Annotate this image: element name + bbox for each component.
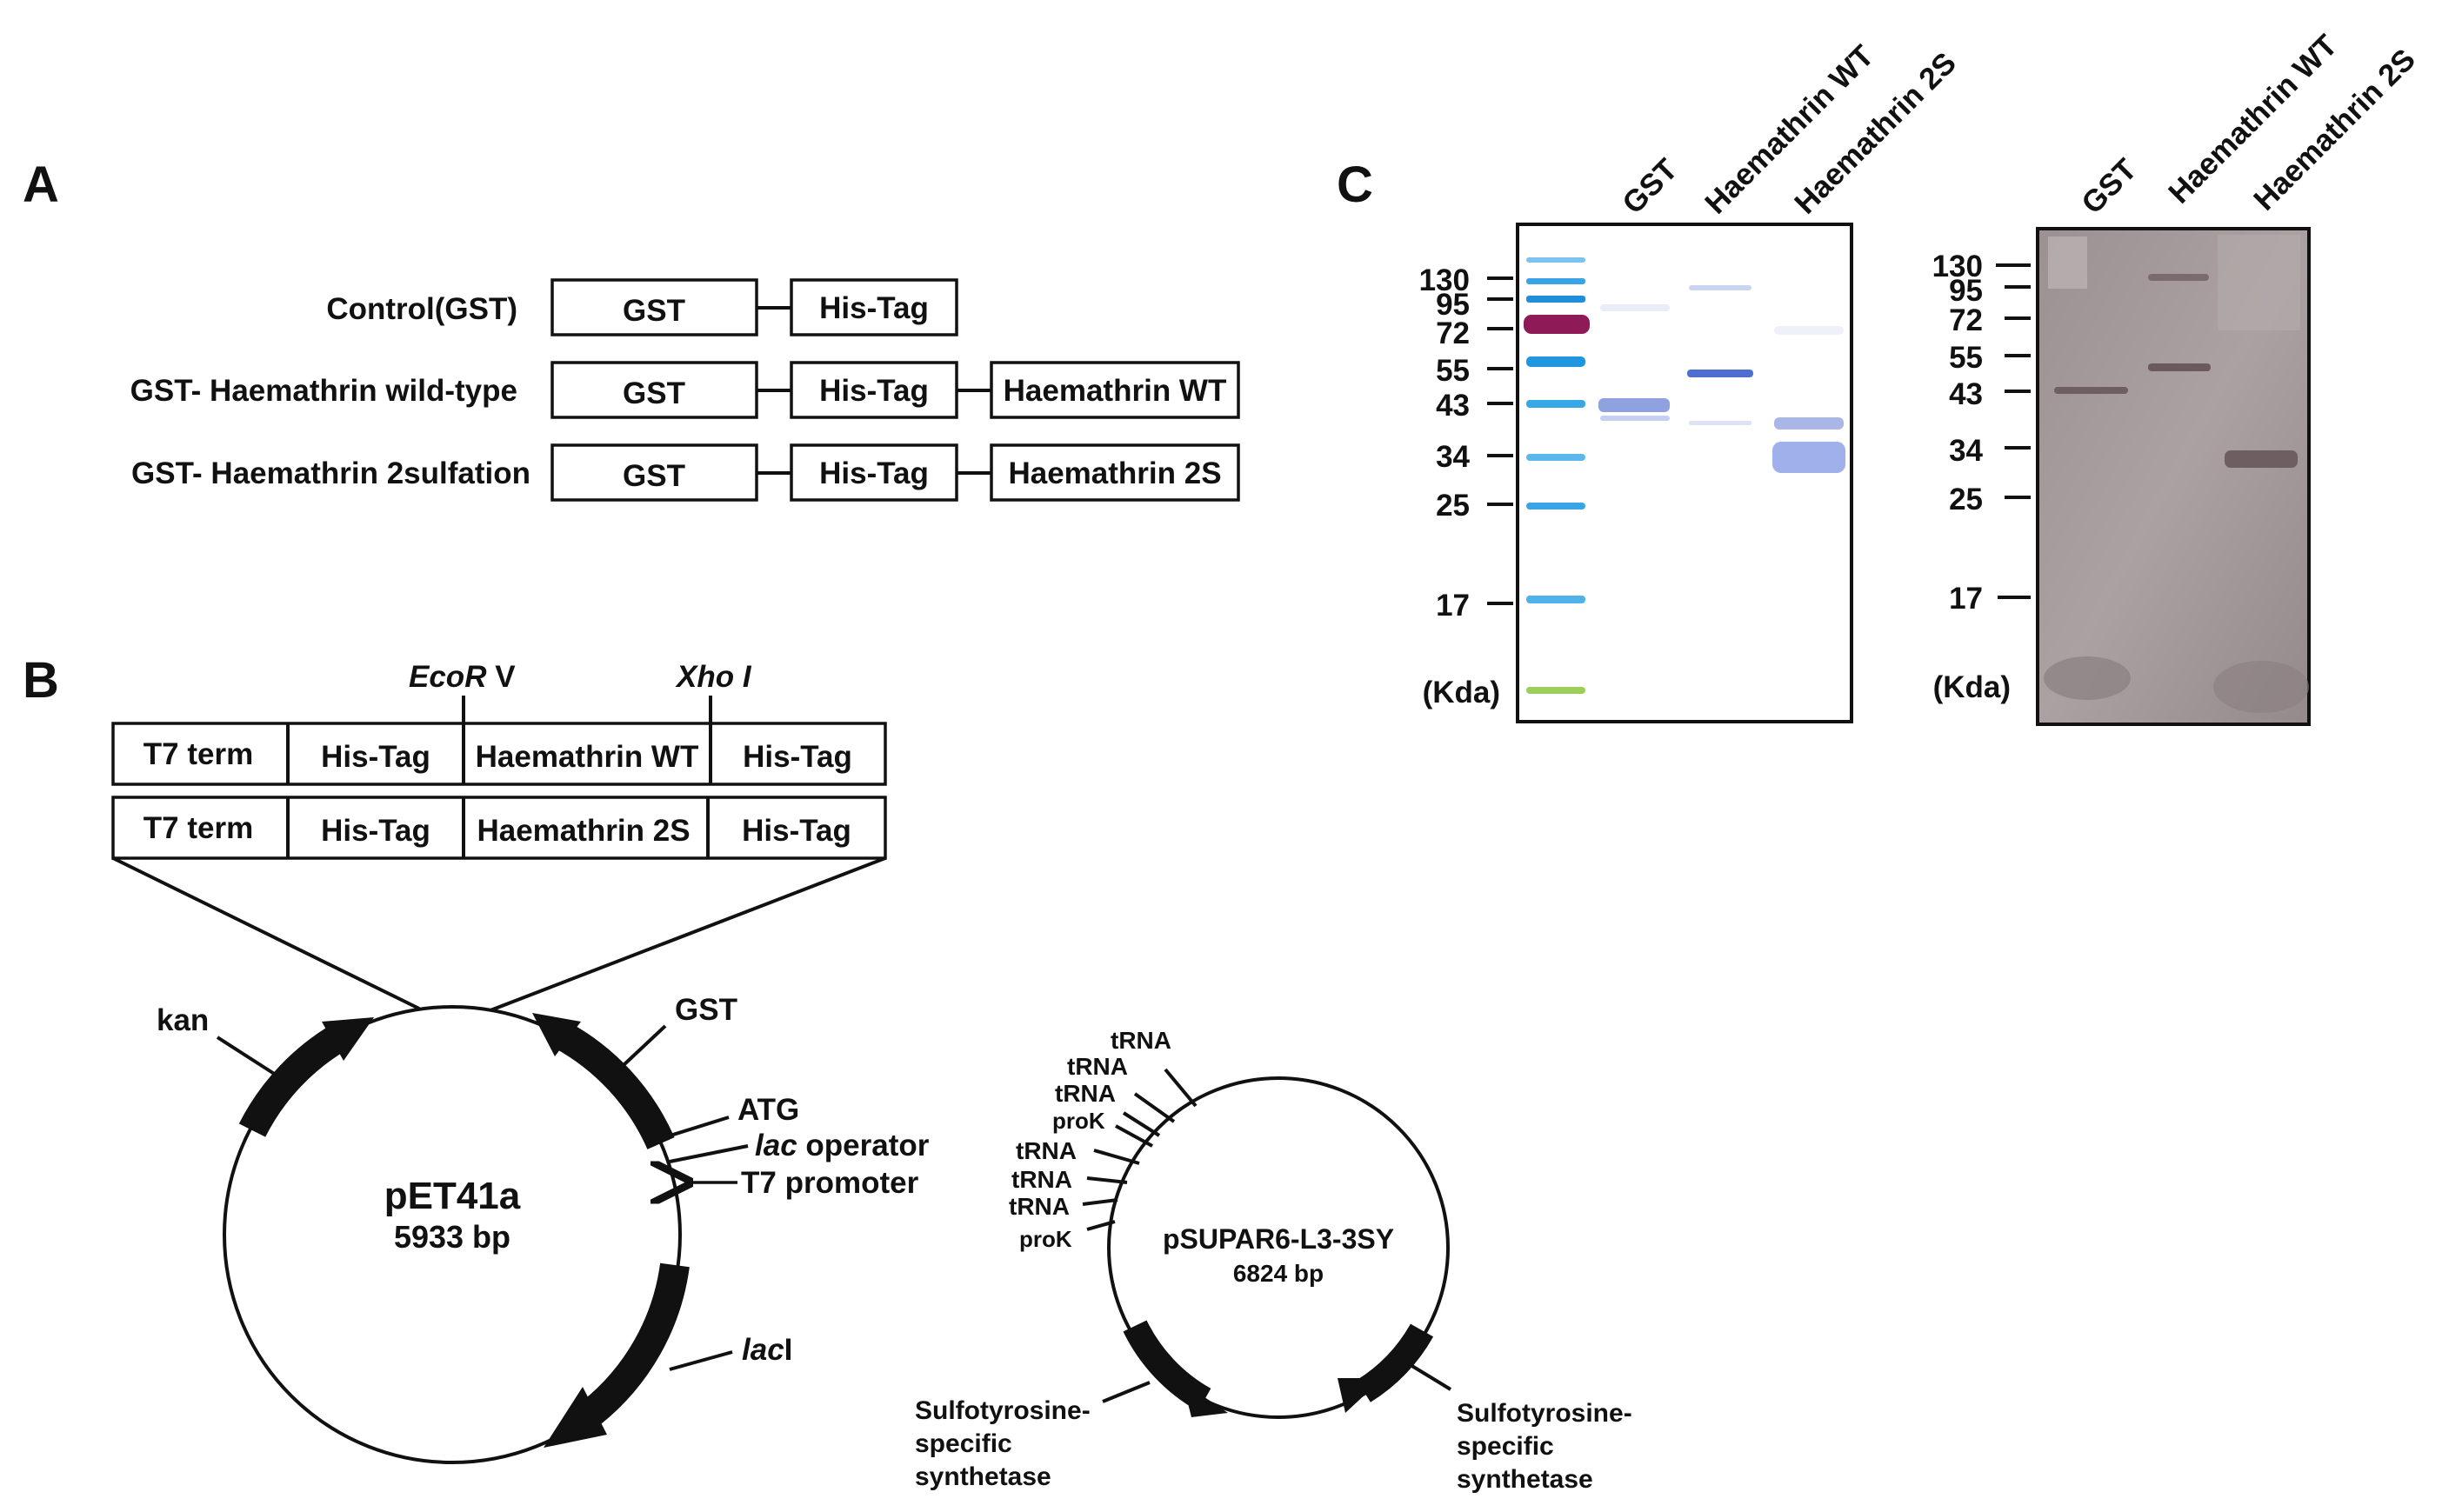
haemathrin-2s-box: Haemathrin 2S xyxy=(1008,456,1221,490)
t7-term-segment: T7 term xyxy=(143,737,253,771)
marker-label: 25 xyxy=(1436,489,1470,523)
synthetase-label-line: Sulfotyrosine- xyxy=(1457,1399,1632,1428)
row-label: Control(GST) xyxy=(326,292,517,326)
haemathrin-wt-segment: Haemathrin WT xyxy=(476,740,699,774)
plasmid-name: pET41a xyxy=(384,1175,521,1217)
marker-label: 72 xyxy=(1949,303,1983,337)
insert-construct-2s: T7 term His-Tag Haemathrin 2S His-Tag xyxy=(111,796,887,860)
gst-feature-label: GST xyxy=(675,993,737,1027)
trna-label: tRNA xyxy=(1067,1053,1128,1080)
trna-label: tRNA xyxy=(1011,1166,1072,1193)
his-tag-segment: His-Tag xyxy=(742,814,851,848)
haemathrin-wt-box: Haemathrin WT xyxy=(1004,374,1227,408)
t7-promoter-label: T7 promoter xyxy=(741,1166,919,1200)
ecorv-site: EcoR V xyxy=(409,660,516,694)
gst-box: GST xyxy=(623,376,685,410)
plasmid-name: pSUPAR6-L3-3SY xyxy=(1163,1223,1394,1255)
marker-label: 55 xyxy=(1949,341,1983,375)
xhoi-site: Xho I xyxy=(675,660,752,694)
kan-label: kan xyxy=(157,1003,209,1037)
laci-label: lacI xyxy=(742,1333,792,1367)
plasmid-size: 5933 bp xyxy=(394,1219,510,1255)
restriction-sites: EcoR V Xho I xyxy=(409,660,752,723)
protein-ladder xyxy=(1524,257,1590,694)
marker-label: 17 xyxy=(1949,582,1983,616)
insert-expansion-line xyxy=(112,856,420,1010)
panel-label-b: B xyxy=(23,652,59,709)
construct-row-control: Control(GST) GST His-Tag xyxy=(326,278,958,336)
prok-label: proK xyxy=(1052,1108,1105,1134)
synthetase-label-line: Sulfotyrosine- xyxy=(915,1396,1091,1425)
his-tag-segment: His-Tag xyxy=(321,740,430,774)
his-tag-box: His-Tag xyxy=(819,291,929,325)
trna-label: tRNA xyxy=(1111,1027,1171,1054)
synthetase-label-line: specific xyxy=(1457,1432,1554,1461)
synthetase-label-line: specific xyxy=(915,1429,1012,1458)
western-blot xyxy=(2036,227,2311,726)
gst-box: GST xyxy=(623,294,685,328)
plasmid-pet41a: pET41a 5933 bp kan GST ATG lac operator … xyxy=(157,993,930,1464)
marker-label: 130 xyxy=(1419,263,1470,297)
panel-label-a: A xyxy=(23,157,59,213)
gel2-marker-ticks xyxy=(1996,263,2031,599)
lane-label-gst: GST xyxy=(1616,152,1684,220)
marker-label: 43 xyxy=(1436,389,1470,423)
atg-label: ATG xyxy=(737,1093,799,1127)
t7-term-segment: T7 term xyxy=(143,811,253,845)
lane-label-gst: GST xyxy=(2075,152,2143,220)
marker-label: 17 xyxy=(1436,589,1470,623)
synthetase-label-line: synthetase xyxy=(1457,1465,1593,1494)
construct-row-wild-type: GST- Haemathrin wild-type GST His-Tag Ha… xyxy=(130,361,1240,419)
synthetase-label-line: synthetase xyxy=(915,1462,1051,1491)
unit-label: (Kda) xyxy=(1423,676,1500,709)
marker-label: 43 xyxy=(1949,377,1983,411)
prok-label: proK xyxy=(1019,1226,1072,1252)
gel1-marker-ticks xyxy=(1487,276,1513,605)
unit-label: (Kda) xyxy=(1933,670,2011,704)
his-tag-box: His-Tag xyxy=(819,374,929,408)
lane-label-haemathrin-2s: Haemathrin 2S xyxy=(2247,43,2422,217)
plasmid-size: 6824 bp xyxy=(1233,1260,1324,1287)
lane-label-haemathrin-2s: Haemathrin 2S xyxy=(1788,46,1963,221)
marker-label: 95 xyxy=(1436,288,1470,322)
coomassie-gel xyxy=(1516,223,1853,723)
marker-label: 95 xyxy=(1949,274,1983,308)
insert-expansion-line xyxy=(490,856,886,1012)
his-tag-segment: His-Tag xyxy=(743,740,852,774)
trna-label: tRNA xyxy=(1055,1080,1116,1107)
plasmid-circle xyxy=(223,1005,682,1464)
trna-label: tRNA xyxy=(1016,1137,1077,1164)
plasmid-circle xyxy=(1107,1076,1450,1419)
haemathrin-2s-segment: Haemathrin 2S xyxy=(477,814,690,848)
panel-label-c: C xyxy=(1337,157,1373,213)
marker-label: 72 xyxy=(1436,316,1470,350)
gst-box: GST xyxy=(623,459,685,493)
marker-label: 25 xyxy=(1949,483,1983,516)
construct-row-2s: GST- Haemathrin 2sulfation GST His-Tag H… xyxy=(131,443,1240,502)
lane-label-haemathrin-wt: Haemathrin WT xyxy=(2162,29,2344,210)
trna-label: tRNA xyxy=(1009,1193,1070,1220)
marker-label: 34 xyxy=(1949,434,1983,468)
lane-label-haemathrin-wt: Haemathrin WT xyxy=(1698,39,1880,221)
marker-label: 130 xyxy=(1932,250,1983,283)
row-label: GST- Haemathrin 2sulfation xyxy=(131,456,530,490)
lac-operator-label: lac operator xyxy=(755,1129,930,1162)
his-tag-segment: His-Tag xyxy=(321,814,430,848)
his-tag-box: His-Tag xyxy=(819,456,929,490)
marker-label: 34 xyxy=(1436,440,1470,474)
plasmid-psupar6: pSUPAR6-L3-3SY 6824 bp tRNA tRNA tRNA pr… xyxy=(915,1027,1632,1494)
row-label: GST- Haemathrin wild-type xyxy=(130,374,517,408)
insert-construct-wt: T7 term His-Tag Haemathrin WT His-Tag xyxy=(111,722,887,786)
marker-label: 55 xyxy=(1436,354,1470,388)
